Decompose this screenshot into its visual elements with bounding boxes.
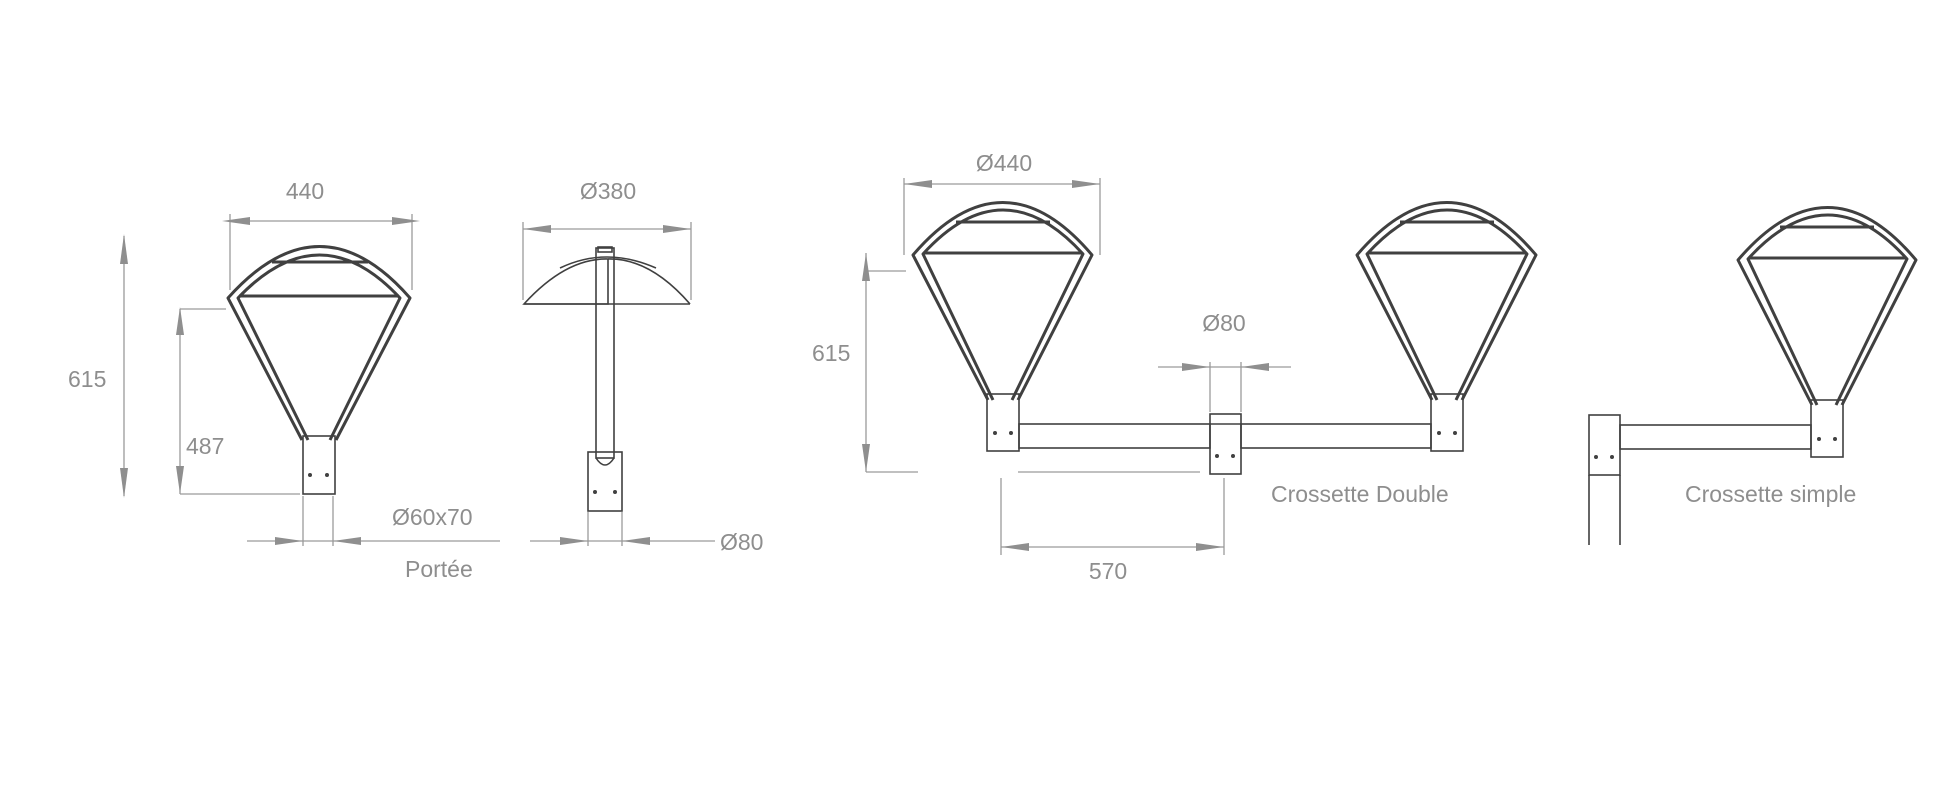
crossette-simple-caption: Crossette simple [1685,481,1856,507]
pole-top [1588,414,1621,476]
portee-front-view: 440 615 487 Ø60x70 Portée [68,178,500,582]
dim-spigot-80 [530,512,715,546]
spigot-label: Ø60x70 [392,504,473,530]
width-label: 440 [286,178,324,204]
height-615-label: 615 [812,340,850,366]
crossette-simple: Crossette simple [1588,206,1918,545]
spacing-570-label: 570 [1089,558,1127,584]
shade-profile [522,258,609,305]
spigot-80-label: Ø80 [720,529,763,555]
spigot-curve [595,457,615,466]
dim-center-spigot-80 [1158,362,1291,412]
side-view: Ø380 Ø80 [522,178,763,555]
pole-stem [595,247,615,459]
bolt-dot [613,490,617,494]
bolt-dot [325,473,329,477]
bolt-dot [308,473,312,477]
crossette-double: Ø440 615 Ø80 570 Crosse [812,150,1538,584]
dim-diameter-440 [903,178,1101,255]
dim-height-615 [862,253,918,473]
bracket-arm-right [1240,423,1432,449]
bracket-arm-left [1018,423,1211,449]
portee-caption: Portée [405,556,473,582]
lantern-single [1736,206,1918,458]
dim-total-height [120,234,128,498]
bolt-dot [593,490,597,494]
center-spigot [1209,413,1242,475]
crossette-double-caption: Crossette Double [1271,481,1449,507]
bracket-arm [1619,424,1812,450]
spigot-base [587,451,623,512]
diameter-380-label: Ø380 [580,178,636,204]
dim-spigot [247,496,500,546]
dim-lower-height [176,307,300,495]
diameter-440-label: Ø440 [976,150,1032,176]
dim-spacing-570 [1000,471,1225,555]
height-lower-label: 487 [186,433,224,459]
lantern-left [911,201,1094,452]
shade-dome [559,256,657,269]
lantern-right [1355,201,1538,452]
spigot-mount [302,435,336,495]
pole-cap [597,246,613,253]
height-total-label: 615 [68,366,106,392]
lantern-outer-frame [226,245,412,441]
dim-width [222,214,420,290]
lantern-inner-frame [236,253,402,441]
dim-diameter-380 [522,222,692,300]
center-spigot-80-label: Ø80 [1202,310,1245,336]
shade-profile [607,258,691,305]
